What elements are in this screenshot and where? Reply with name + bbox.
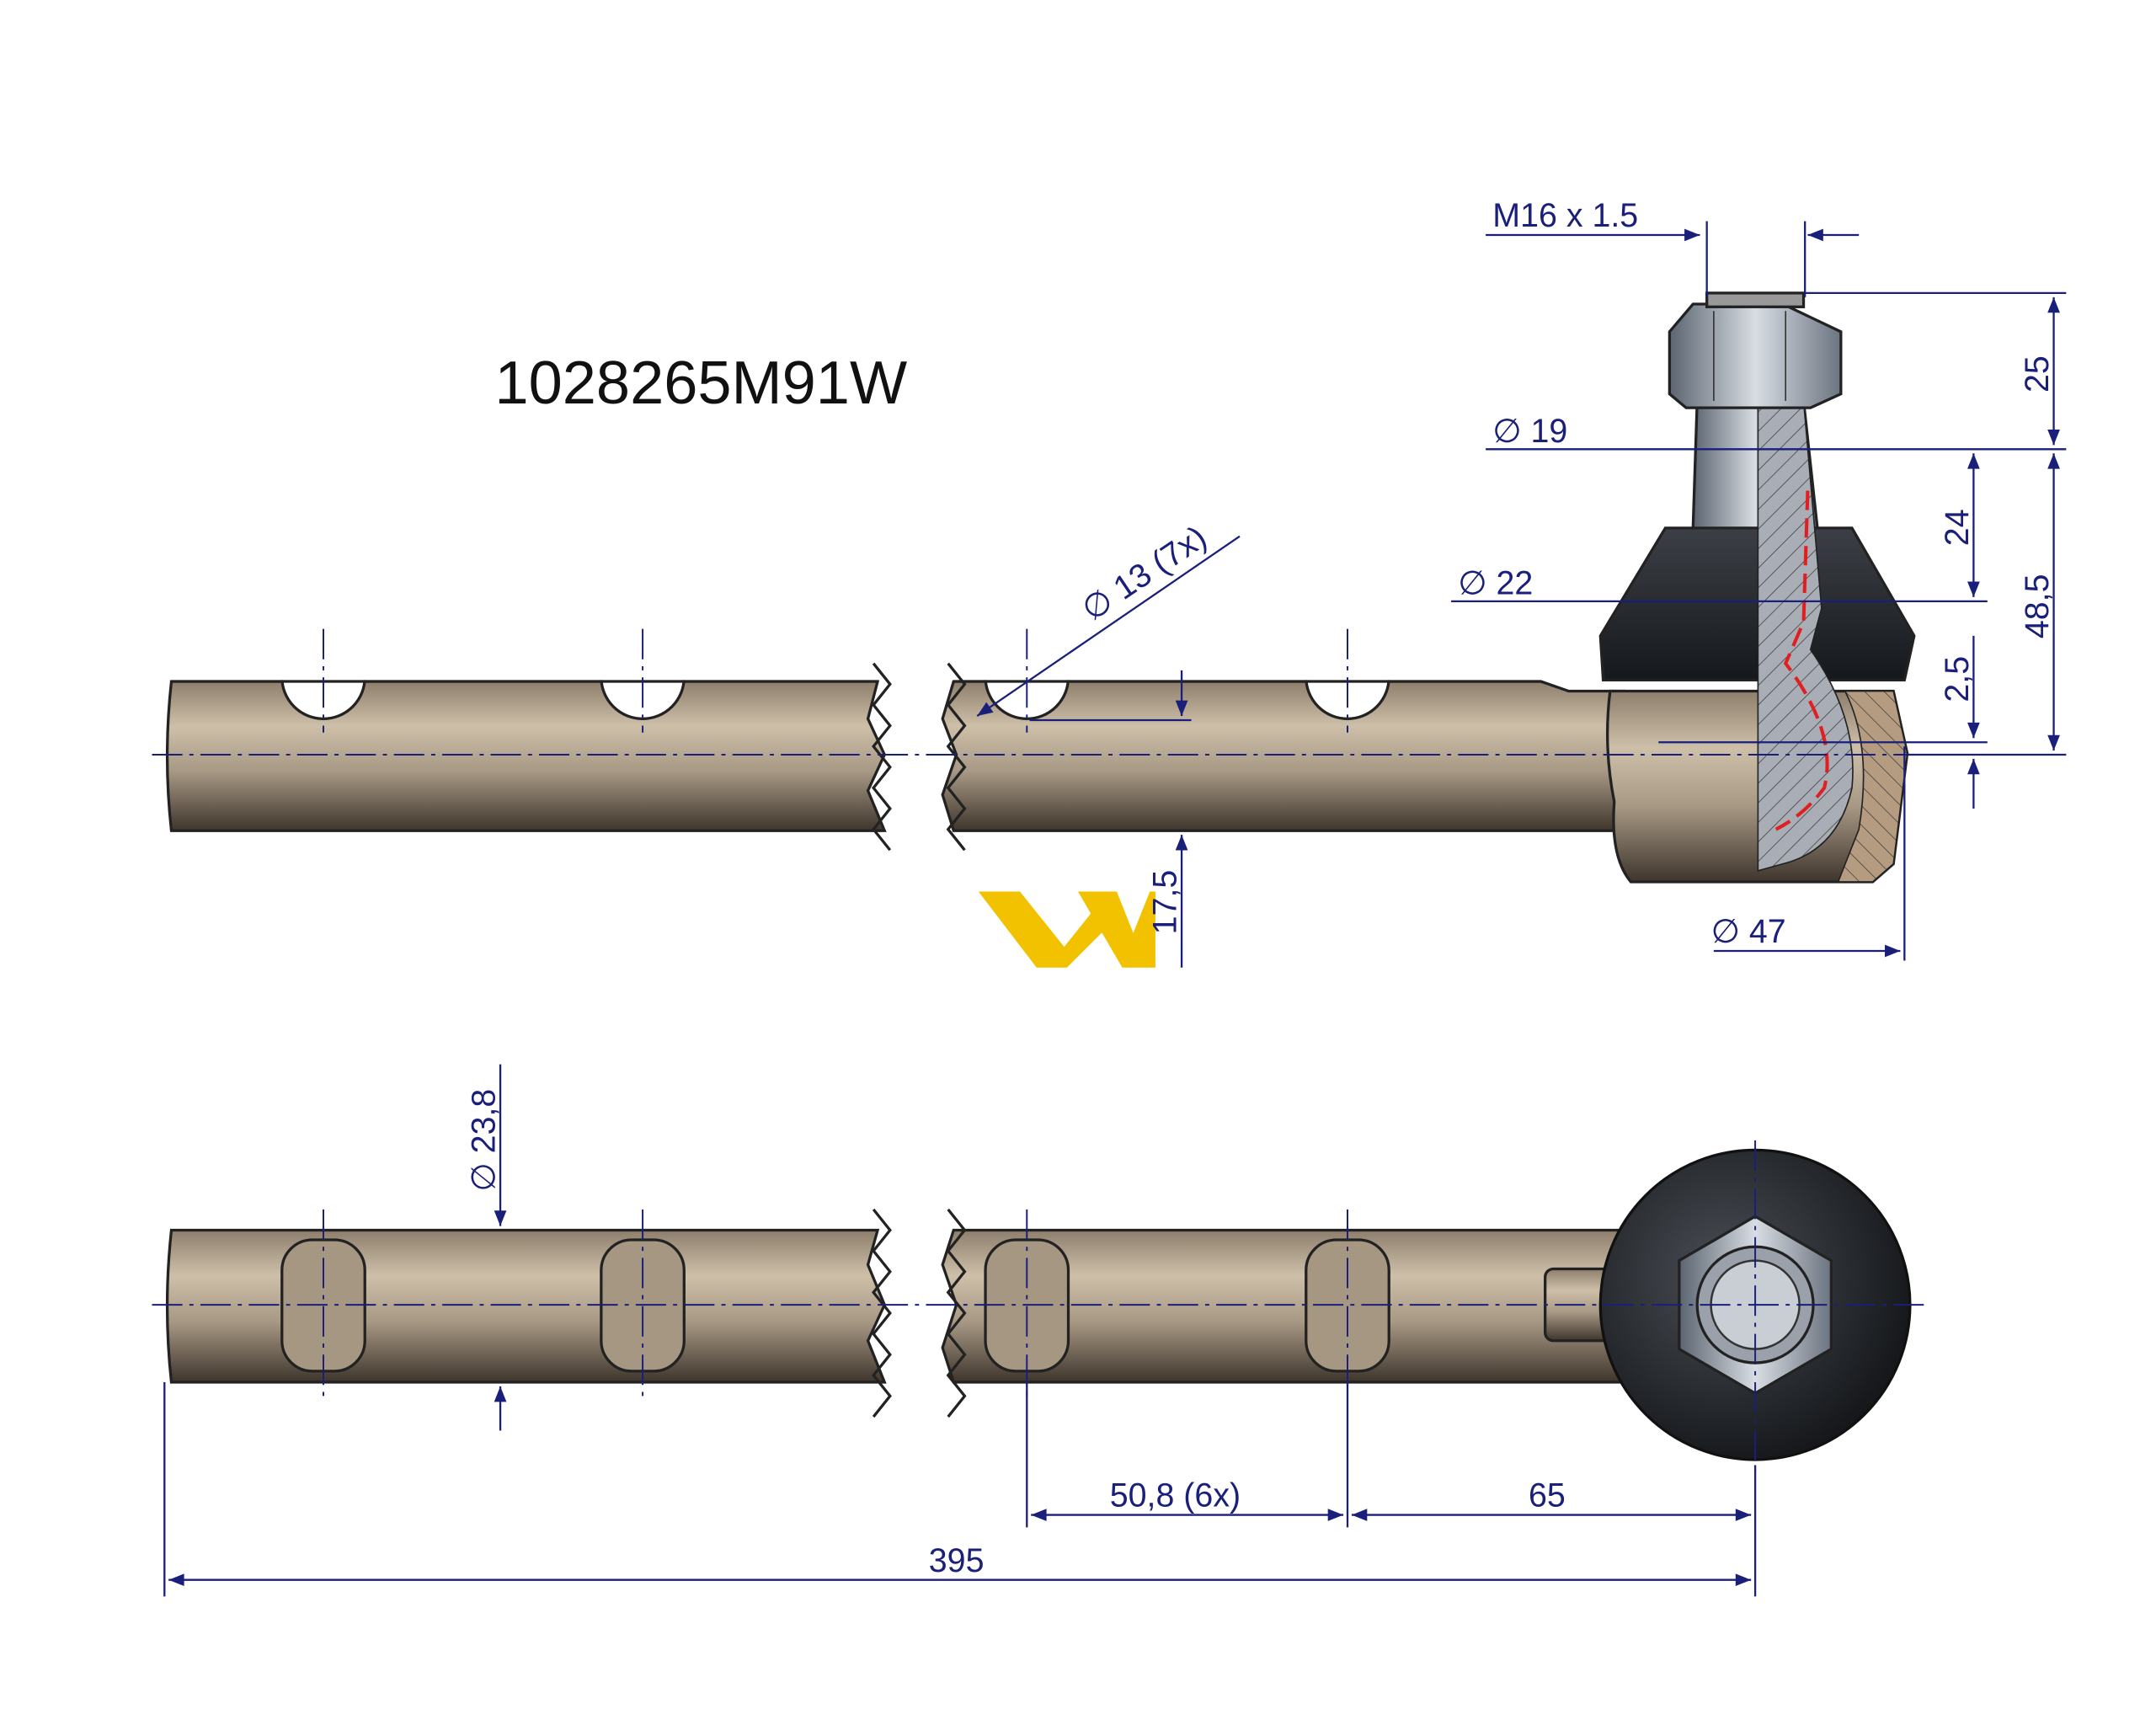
rod-half-height-label: 17,5: [1147, 870, 1184, 935]
pin-diameter-label: ∅ 19: [1492, 413, 1567, 450]
pin-length-label: 24: [1939, 509, 1976, 546]
nut-height-label: 25: [2019, 355, 2056, 393]
break-line-right: [946, 662, 967, 852]
castle-nut: [1668, 302, 1843, 409]
rod-holes-side: [165, 628, 1548, 720]
hole-diameter-label: ∅ 13 (7x): [1075, 519, 1214, 628]
dimensions-top: ∅ 23,8 50,8 (6x) 65 395: [163, 1064, 1757, 1597]
total-height-label: 48,5: [2019, 574, 2056, 639]
boot-diameter-label: ∅ 22: [1458, 565, 1533, 602]
part-number: 1028265M91W: [494, 350, 907, 417]
section-line: [1774, 490, 1829, 831]
tie-rod-side-view: [152, 291, 1977, 884]
housing-diameter-label: ∅ 47: [1711, 913, 1786, 950]
break-line-left: [872, 1208, 892, 1418]
dimensions-side: M16 x 1.5 25 ∅ 19 ∅ 22 24 48,5 2,5 ∅ 47 …: [976, 197, 2067, 968]
hole-pitch-label: 50,8 (6x): [1110, 1477, 1241, 1514]
brand-logo: [978, 891, 1155, 968]
rod-diameter-label: ∅ 23,8: [465, 1089, 502, 1192]
thread-label: M16 x 1.5: [1492, 197, 1638, 234]
offset-label: 2,5: [1939, 656, 1976, 702]
break-line-left: [872, 662, 892, 852]
overall-length-label: 395: [929, 1542, 985, 1579]
end-distance-label: 65: [1529, 1477, 1566, 1514]
break-line-right: [946, 1208, 967, 1418]
tie-rod-top-view: [152, 1140, 1929, 1472]
